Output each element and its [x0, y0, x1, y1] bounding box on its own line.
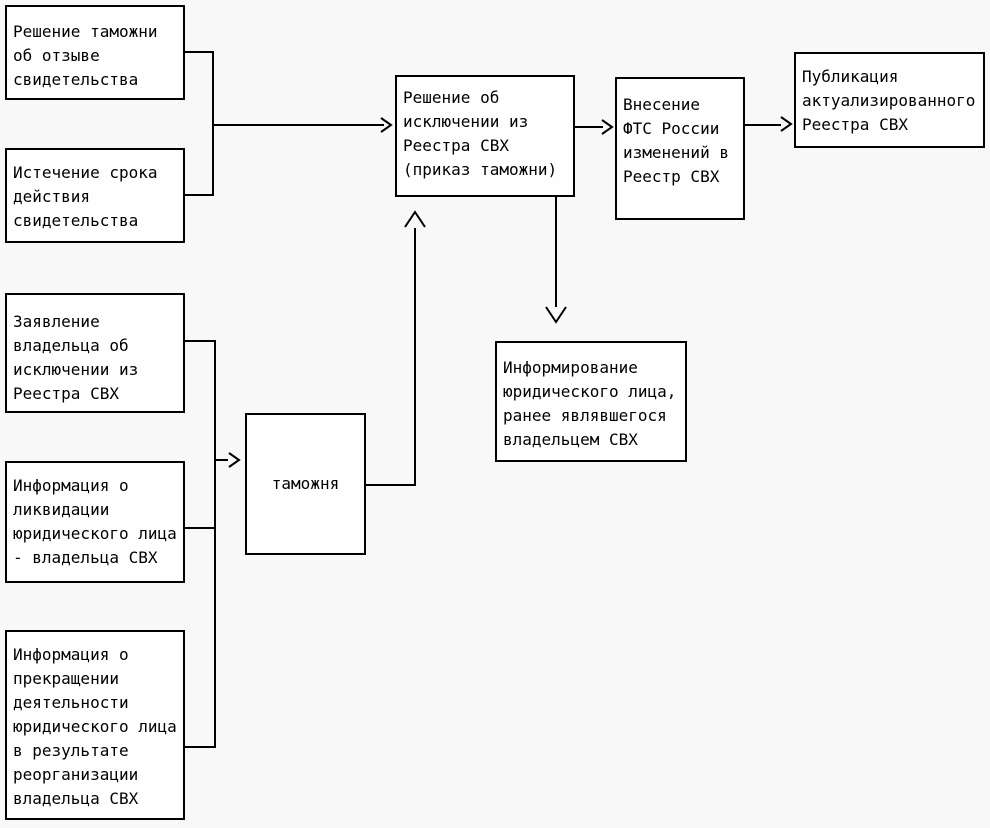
- connector-bottom-trunk: [214, 340, 216, 748]
- connector-expiry-stub: [185, 194, 214, 196]
- box-customs-revocation-decision: Решение таможни об отзыве свидетельства: [5, 5, 185, 100]
- box-owner-application: Заявление владельца об исключении из Рее…: [5, 293, 185, 413]
- box-registry-publication: Публикация актуализированного Реестра СВ…: [794, 52, 985, 148]
- connector-customs-up-line: [414, 228, 416, 486]
- arrowhead-down-icon: [545, 306, 567, 324]
- box-exclusion-decision: Решение об исключении из Реестра СВХ (пр…: [395, 75, 575, 197]
- connector-reorg-stub: [185, 746, 215, 748]
- connector-to-fts: [575, 126, 603, 128]
- box-fts-registry-update: Внесение ФТС России изменений в Реестр С…: [615, 77, 745, 220]
- arrowhead-right-icon: [228, 452, 241, 468]
- box-inform-former-owner: Информирование юридического лица, ранее …: [495, 341, 687, 462]
- connector-to-exclusion: [212, 124, 384, 126]
- connector-application-stub: [185, 340, 215, 342]
- box-customs: таможня: [245, 413, 366, 555]
- arrowhead-right-icon: [380, 117, 393, 133]
- connector-revocation-stub: [185, 51, 214, 53]
- connector-to-publication: [745, 124, 781, 126]
- connector-customs-right-stub: [366, 484, 416, 486]
- connector-liquidation-stub: [185, 527, 215, 529]
- box-liquidation-info: Информация о ликвидации юридического лиц…: [5, 461, 185, 583]
- box-reorganization-info: Информация о прекращении деятельности юр…: [5, 630, 185, 820]
- connector-top-trunk: [212, 51, 214, 196]
- arrowhead-right-icon: [601, 119, 614, 135]
- box-certificate-expiry: Истечение срока действия свидетельства: [5, 148, 185, 243]
- connector-exclusion-down-line: [555, 197, 557, 307]
- arrowhead-right-icon: [780, 116, 793, 132]
- arrowhead-up-icon: [404, 210, 426, 228]
- connector-to-customs: [214, 459, 228, 461]
